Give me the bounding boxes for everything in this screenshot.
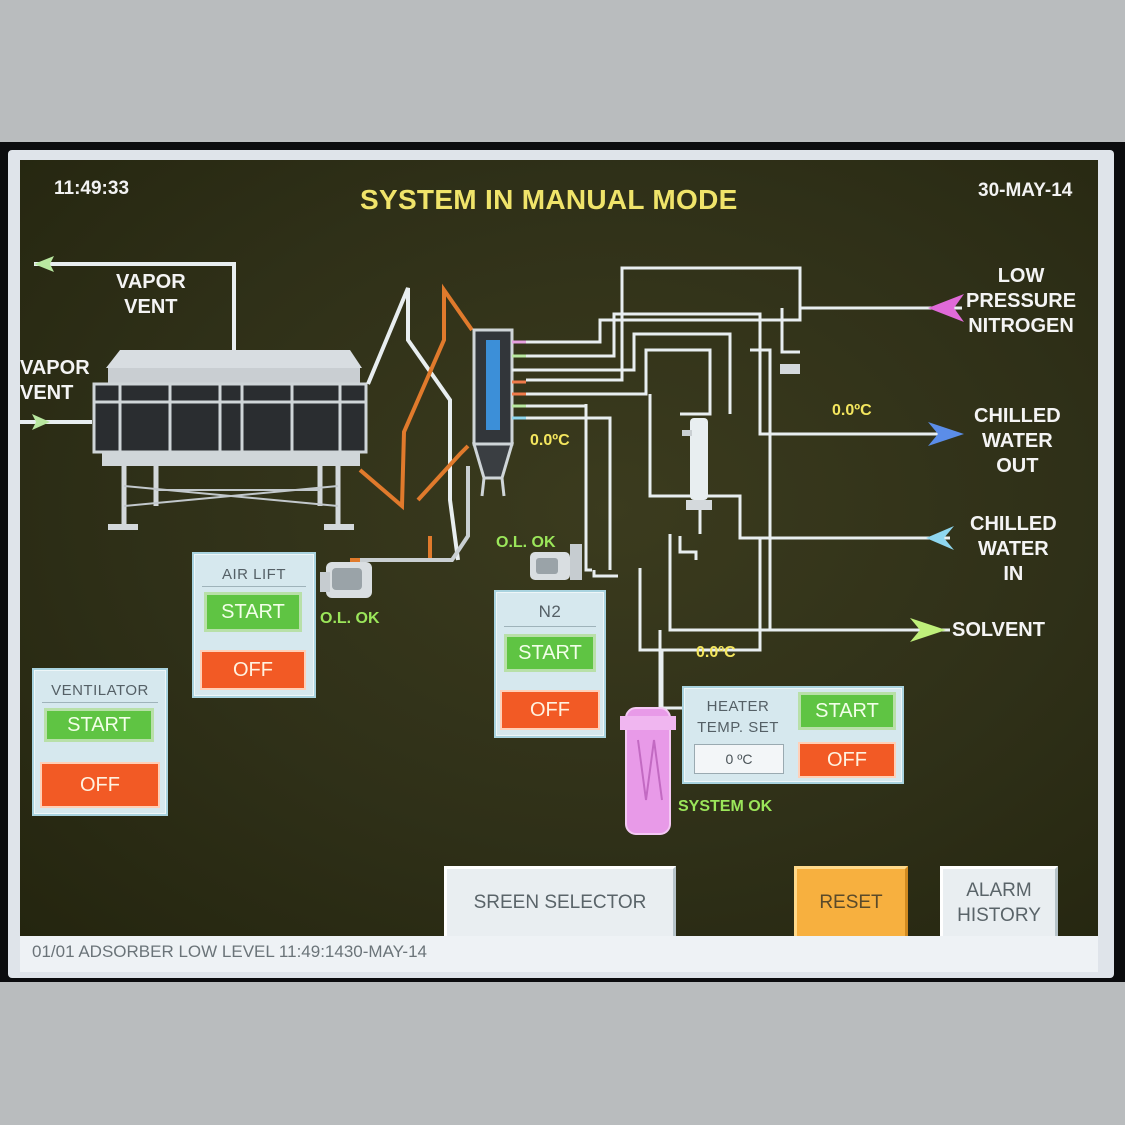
ventilator-off-button[interactable]: OFF (40, 762, 160, 808)
chilled-water-temperature: 0.0ºC (832, 402, 872, 419)
ventilator-title: VENTILATOR (51, 682, 149, 699)
ventilator-panel: VENTILATOR START OFF (32, 668, 168, 816)
air-lift-off-button[interactable]: OFF (200, 650, 306, 690)
panel-divider (42, 702, 158, 703)
air-lift-title: AIR LIFT (221, 566, 286, 583)
low-pressure-nitrogen-label: LOW PRESSURE NITROGEN (966, 265, 1077, 337)
n2-overload-status: O.L. OK (496, 534, 556, 551)
solvent-tank-icon (620, 707, 676, 835)
hmi-screen: 11:49:33 SYSTEM IN MANUAL MODE 30-MAY-14… (20, 160, 1098, 936)
air-lift-panel: AIR LIFT START OFF (192, 552, 316, 698)
n2-title: N2 (538, 602, 562, 621)
air-lift-blower-icon (320, 562, 372, 598)
adsorber-unit-icon (92, 350, 368, 530)
adsorber-temperature: 0.0ºC (530, 432, 570, 449)
panel-divider (504, 626, 596, 627)
condenser-icon (682, 364, 800, 510)
heater-temp-setpoint-field[interactable]: 0 ºC (694, 744, 784, 774)
alarm-message: 01/01 ADSORBER LOW LEVEL 11:49:1430-MAY-… (32, 942, 427, 961)
n2-panel: N2 START OFF (494, 590, 606, 738)
heater-panel: HEATER TEMP. SET 0 ºC START OFF (682, 686, 904, 784)
page-title: SYSTEM IN MANUAL MODE (360, 184, 738, 215)
process-pipes (526, 266, 950, 710)
panel-divider (202, 586, 306, 587)
chilled-water-out-label: CHILLED WATER OUT (974, 405, 1061, 477)
chilled-water-out-arrow (928, 422, 964, 446)
alarm-history-button[interactable]: ALARM HISTORY (940, 866, 1058, 936)
air-lift-overload-status: O.L. OK (320, 610, 380, 627)
system-status: SYSTEM OK (678, 798, 773, 815)
vapor-vent-left-label: VAPOR VENT (20, 357, 90, 404)
clock: 11:49:33 (54, 178, 130, 199)
separator-column-icon (471, 328, 515, 497)
vapor-vent-arrows (32, 256, 54, 430)
vapor-vent-top-label: VAPOR VENT (116, 271, 186, 318)
heater-start-button[interactable]: START (798, 692, 896, 730)
screen-selector-button[interactable]: SREEN SELECTOR (444, 866, 676, 936)
vapor-vent-pipes (20, 262, 236, 424)
ventilator-start-button[interactable]: START (44, 708, 154, 742)
nitrogen-inlet-arrow (928, 294, 964, 322)
n2-pump-icon (530, 544, 582, 580)
air-lift-start-button[interactable]: START (204, 592, 302, 632)
solvent-temperature: 0.0ºC (696, 644, 736, 661)
column-inlet-arrows (512, 340, 526, 420)
heater-temp-set-title: HEATER TEMP. SET (697, 698, 779, 736)
solvent-outlet-arrow (910, 618, 946, 642)
solvent-label: SOLVENT (952, 619, 1045, 641)
chilled-water-in-arrow (926, 526, 954, 550)
date-display: 30-MAY-14 (978, 180, 1073, 201)
n2-off-button[interactable]: OFF (500, 690, 600, 730)
air-lift-pipes (350, 283, 474, 562)
alarm-status-bar[interactable]: 01/01 ADSORBER LOW LEVEL 11:49:1430-MAY-… (20, 936, 1098, 972)
n2-start-button[interactable]: START (504, 634, 596, 672)
reset-button[interactable]: RESET (794, 866, 908, 936)
process-diagram (20, 256, 964, 835)
heater-off-button[interactable]: OFF (798, 742, 896, 778)
chilled-water-in-label: CHILLED WATER IN (970, 513, 1057, 585)
